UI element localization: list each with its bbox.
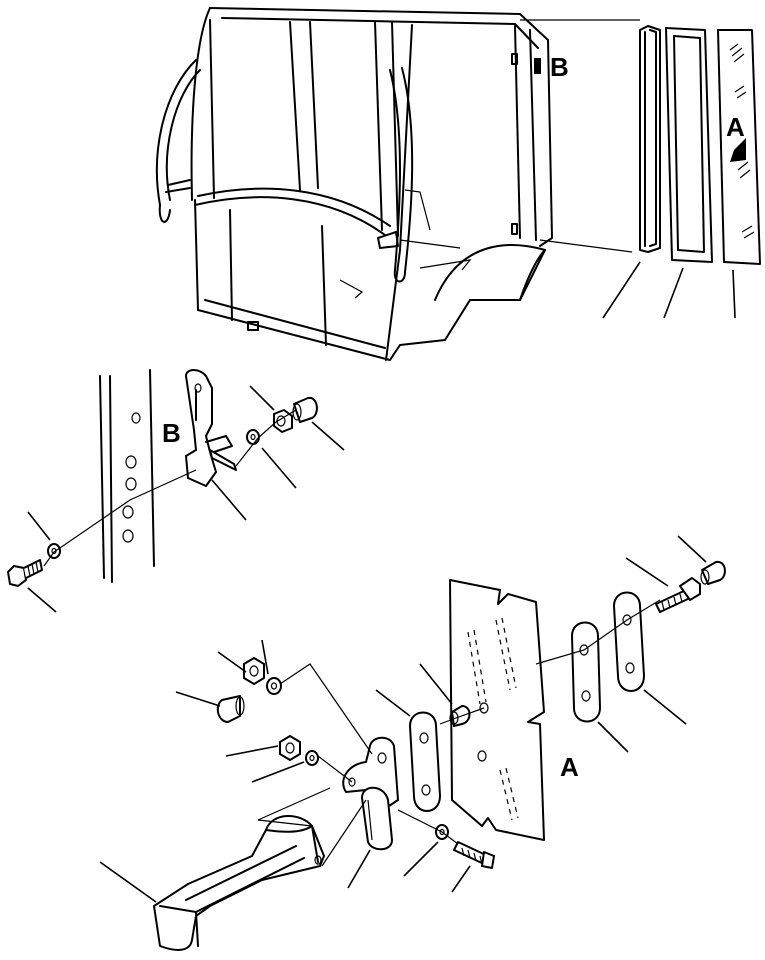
leader-plate-outer [643,689,687,725]
leader-hinge-nut [249,385,275,411]
latch-washer-left [266,677,282,695]
leader-cap-right [677,535,707,563]
hinge-bolt [7,559,43,587]
spacer-axis [439,707,485,725]
latch-cap-nut-left [216,695,245,723]
leader-spacer [419,663,453,705]
detail-a-label-main: A [560,752,579,782]
cab-assembly [155,7,553,361]
leader-hinge-bracket [211,479,247,521]
latch-cap-right [700,560,726,585]
leader-nut-left [217,651,247,673]
leader-capnut-left [175,691,221,707]
leader-rubber-block [347,849,371,889]
leader-glass [732,269,736,319]
leader-seal [602,261,641,319]
latch-washer-lower [305,750,319,766]
leader-bolt [27,587,57,613]
hinge-cap-nut [292,396,318,423]
detail-b-label-hinge: B [162,418,181,448]
latch-plate-inner [571,621,601,723]
leader-frame [663,267,684,319]
side-window-glass [717,29,761,265]
arm-projection-lower [257,819,313,827]
latch-bolt-right [655,577,701,613]
leader-hinge-capnut [311,421,345,451]
leader-latch-arm [99,861,157,903]
latch-plate-outer [613,591,645,692]
latch-arm [153,814,325,951]
hinge-axis-line [235,409,297,467]
latch-center-plate [409,711,441,812]
leader-bolt-washer [27,511,51,541]
latch-bolt-bottom [453,841,495,869]
arm-projection-right [321,799,367,867]
projection-line-bottom [539,239,633,253]
side-window-frame [665,27,713,263]
detail-a-label-glass: A [726,112,745,142]
detail-b-label-cab: B [550,52,569,82]
hinge-bracket [185,369,237,487]
leader-nut-lower [225,745,279,757]
leader-hinge-washer [261,447,297,489]
latch-nut-left [243,657,265,685]
leader-bolt-bottom [451,865,471,893]
leader-washer-bottom [403,841,439,877]
bottom-axis [397,809,459,845]
detail-b-post [99,369,155,583]
leader-washer-left [261,639,269,675]
detail-a-glass-panel [449,579,545,841]
leader-bolt-right [625,557,669,587]
lower-axis [317,755,353,783]
leader-center-plate [375,689,411,717]
leader-plate-inner [597,721,629,753]
rubber-stop-block [361,786,393,851]
hinge-washer-small [246,429,260,445]
latch-nut-lower [279,735,301,761]
latch-plate-axis [535,599,661,665]
left-upper-axis [279,663,373,755]
bolt-axis-line [43,469,197,567]
side-window-seal [639,25,661,253]
leader-washer-lower [251,761,305,783]
hinge-bolt-washer [47,543,61,559]
arm-projection-upper [257,787,331,821]
